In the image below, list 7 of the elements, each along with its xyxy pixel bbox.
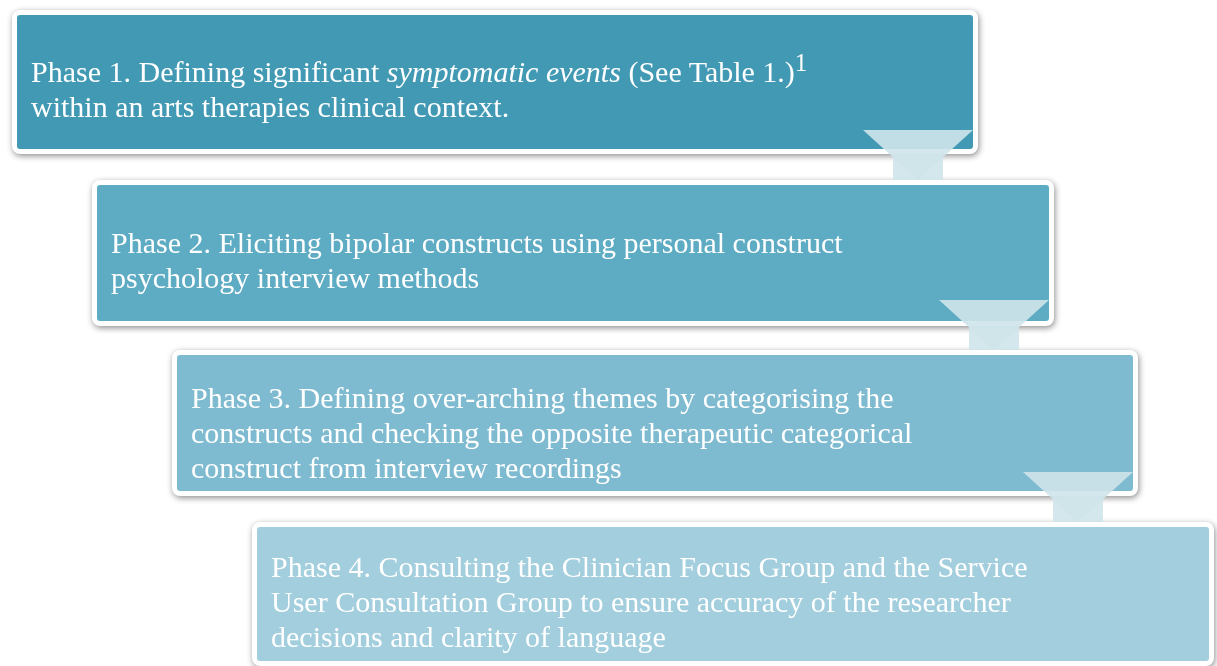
arrow [939, 300, 1049, 350]
phase-text: Phase 2. Eliciting bipolar constructs using personal construct psychology interview methods [111, 225, 844, 295]
phase-text: Phase 1. Defining significant symptomatic events (See Table 1.)$^{1}$ within an arts therapies clinical context. [31, 48, 809, 124]
phase-text: Phase 3. Defining over-arching themes by categorising the constructs and checking the opposite therapeutic categorical construct from interview recordings [191, 380, 914, 485]
phase-text: Phase 4. Consulting the Clinician Focus Group and the Service User Consultation Group to ensure accuracy of the researcher decisions and clarity of language [271, 549, 1029, 654]
arrow [863, 130, 973, 180]
arrow [1023, 472, 1133, 522]
